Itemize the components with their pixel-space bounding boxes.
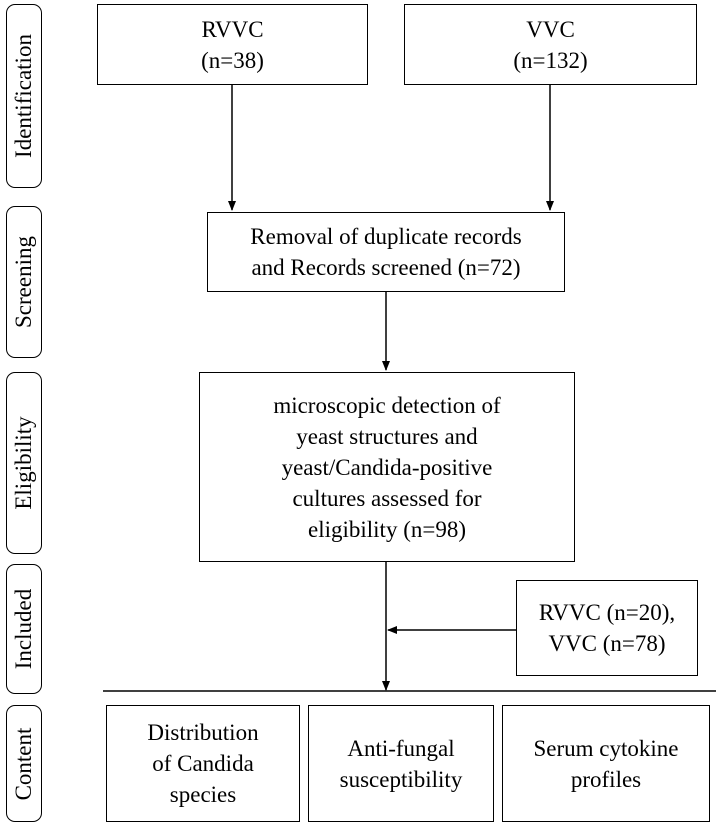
distribution-box-line-1: Distribution (147, 720, 259, 745)
distribution-box: Distribution of Candida species (106, 705, 300, 822)
vvc-box-line-1: VVC (526, 16, 575, 42)
screening-box: Removal of duplicate records and Records… (207, 212, 565, 292)
cytokine-box-line-2: profiles (570, 766, 642, 792)
screening-box-line-1: Removal of duplicate records (250, 224, 522, 249)
cytokine-box: Serum cytokine profiles (502, 705, 710, 822)
cytokine-box-line-1: Serum cytokine (533, 735, 679, 761)
rvvc-box-line-1: RVVC (201, 16, 264, 42)
eligibility-box-line-5: eligibility (n=98) (308, 516, 466, 542)
stage-screening: Screening (6, 206, 42, 358)
screening-box-line-2: and Records screened (n=72) (251, 255, 521, 280)
eligibility-box-line-3: yeast/Candida-positive (281, 454, 493, 480)
distribution-box-line-3: species (169, 782, 237, 807)
stage-included: Included (6, 564, 42, 694)
antifungal-box-line-2: susceptibility (339, 766, 463, 792)
included-box: RVVC (n=20), VVC (n=78) (516, 580, 698, 676)
stage-content: Content (6, 705, 42, 822)
stage-identification: Identification (6, 4, 42, 188)
antifungal-box-line-1: Anti-fungal (347, 735, 455, 761)
rvvc-box: RVVC (n=38) (97, 4, 368, 85)
stage-eligibility: Eligibility (6, 372, 42, 554)
vvc-box-line-2: (n=132) (513, 47, 588, 73)
distribution-box-line-2: of Candida (152, 751, 254, 776)
rvvc-box-line-2: (n=38) (201, 47, 264, 73)
antifungal-box: Anti-fungal susceptibility (308, 705, 494, 822)
eligibility-box-line-2: yeast structures and (296, 423, 478, 449)
eligibility-box-line-4: cultures assessed for (292, 485, 482, 511)
included-box-line-1: RVVC (n=20), (538, 600, 676, 625)
eligibility-box-line-1: microscopic detection of (273, 392, 501, 418)
included-box-line-2: VVC (n=78) (548, 631, 666, 656)
vvc-box: VVC (n=132) (404, 4, 697, 85)
eligibility-box: microscopic detection of yeast structure… (199, 372, 575, 562)
